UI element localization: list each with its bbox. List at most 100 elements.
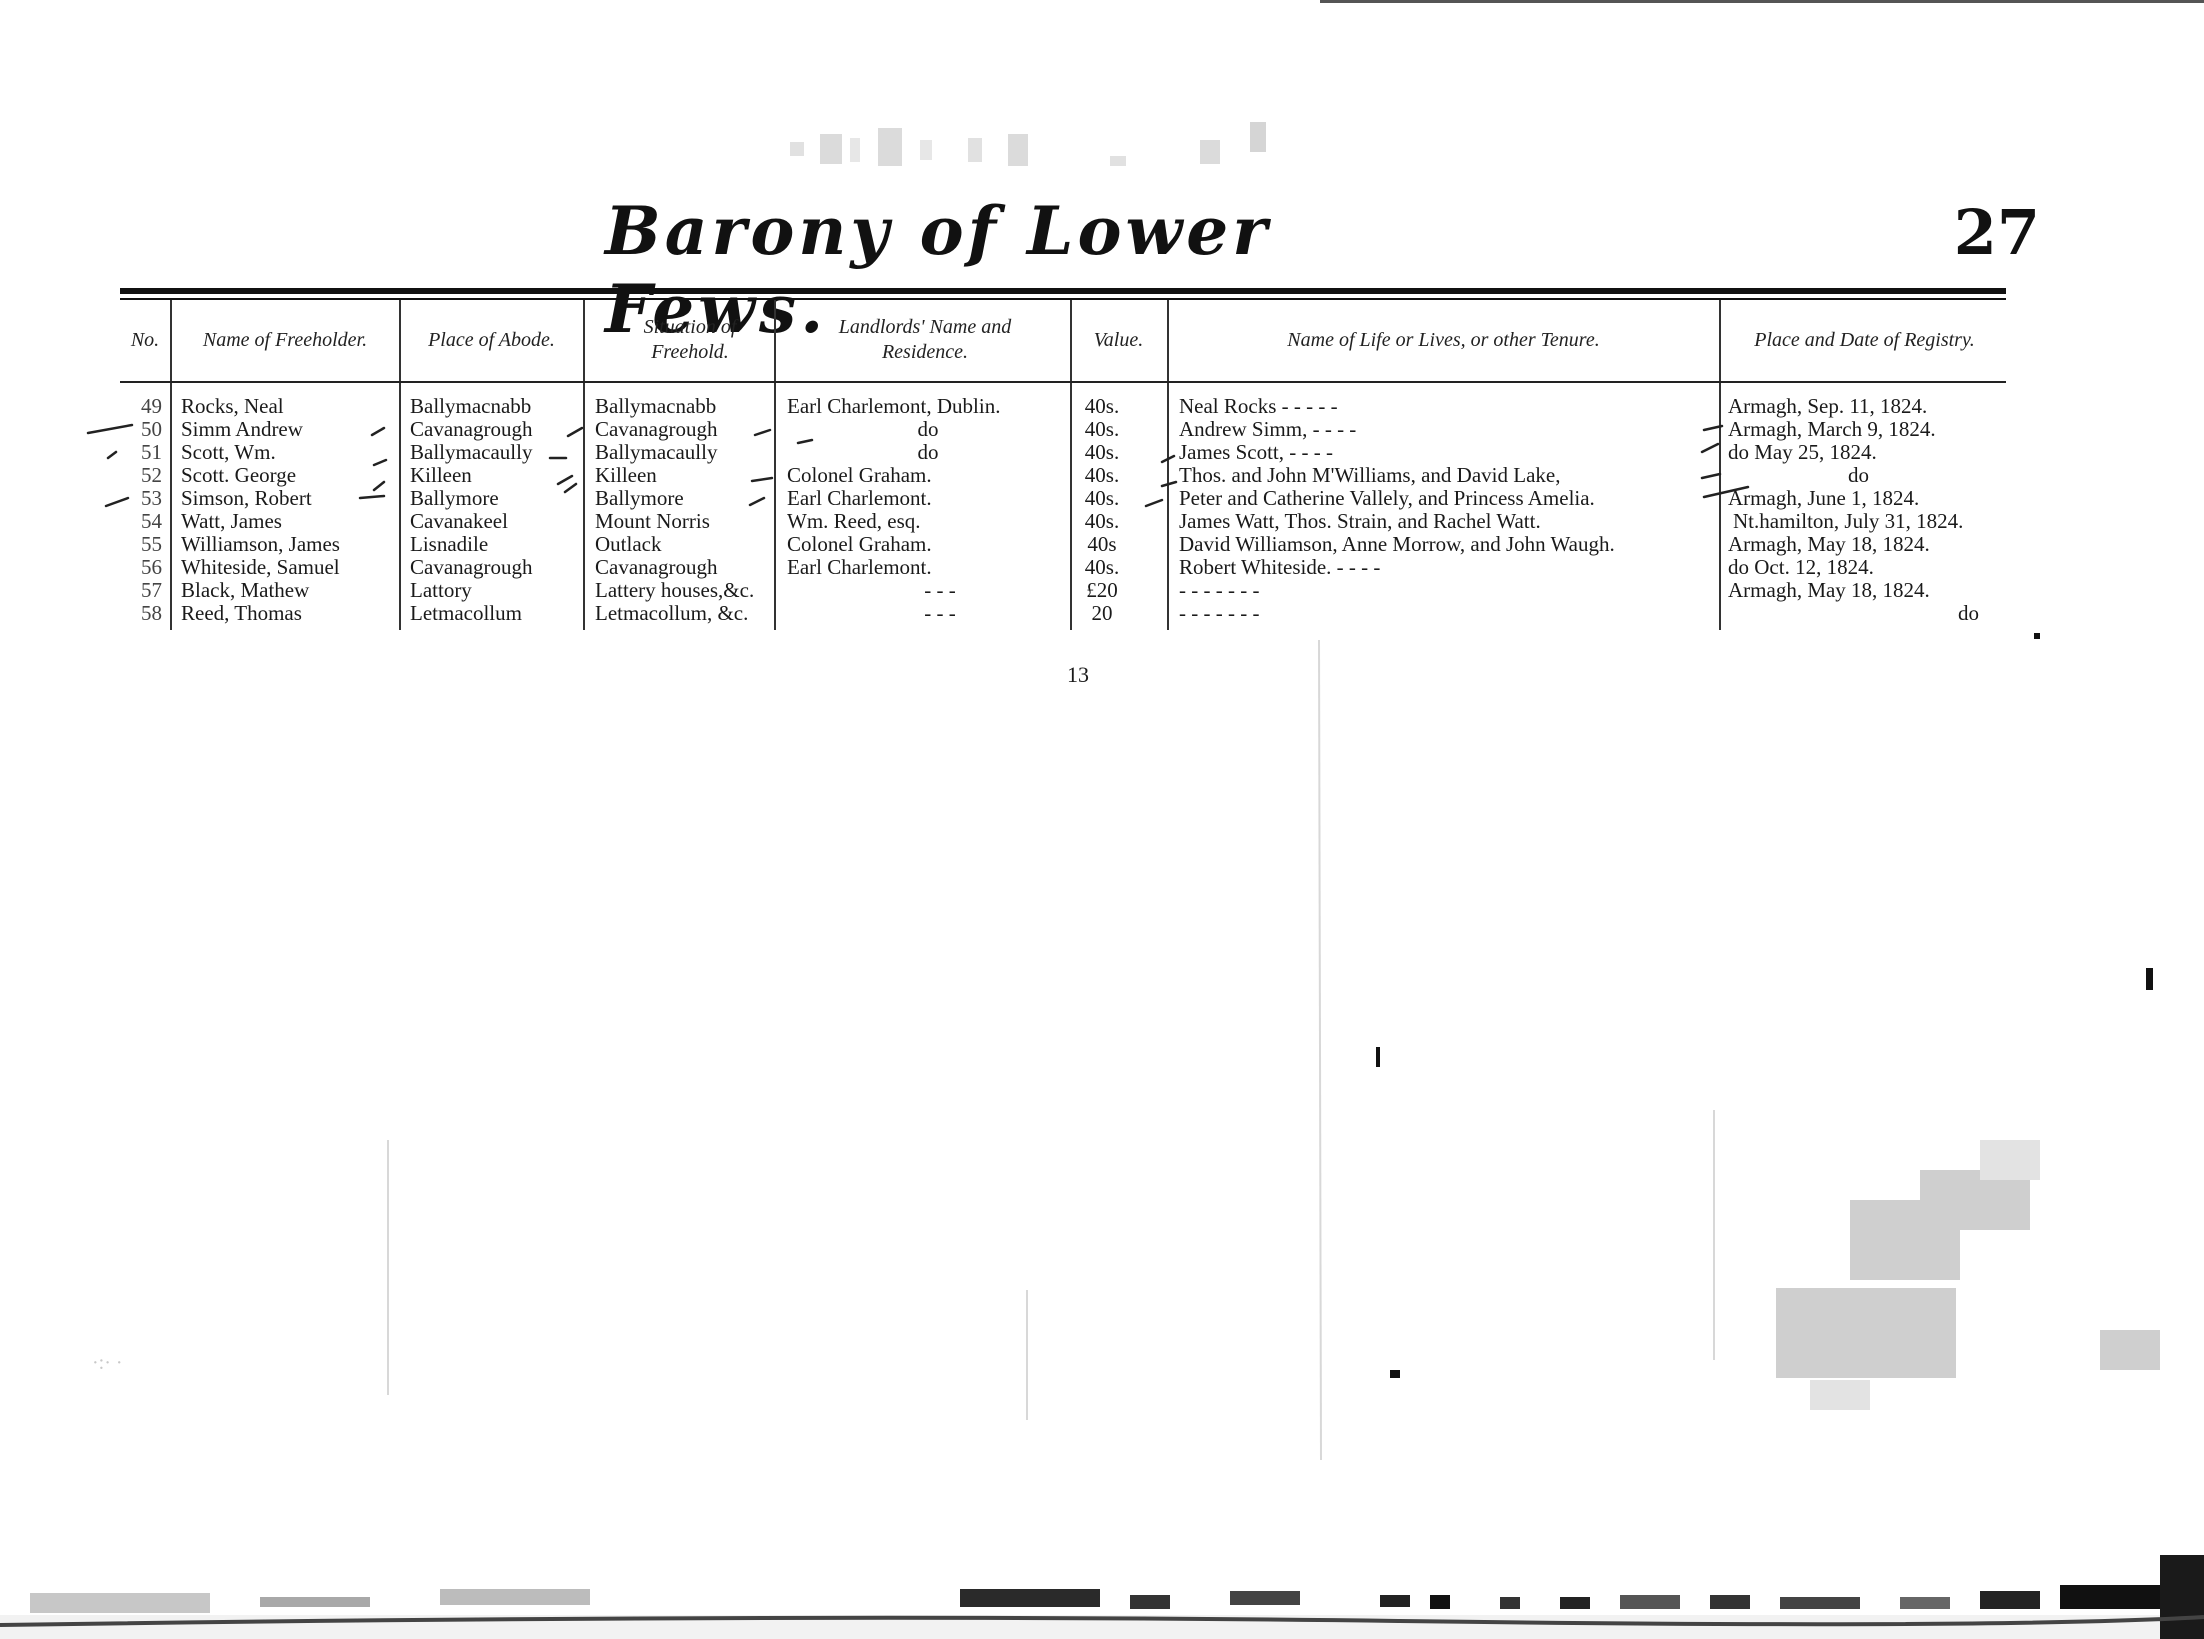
cell-landlord: Earl Charlemont.: [787, 487, 932, 510]
page-title: Barony of Lower Fews.: [605, 192, 1272, 348]
cell-situation: Lattery houses,&c.: [595, 579, 755, 602]
cell-situation: Killeen: [595, 464, 657, 487]
cell-landlord: Earl Charlemont.: [787, 556, 932, 579]
column-divider: [583, 300, 585, 630]
table-row: 49 Rocks, Neal Ballymacnabb Ballymacnabb…: [120, 395, 2006, 418]
cell-no: 49: [141, 395, 162, 418]
cell-registry: Armagh, May 18, 1824.: [1728, 533, 1930, 556]
cell-no: 58: [141, 602, 162, 625]
cell-situation: Outlack: [595, 533, 662, 556]
cell-landlord: Wm. Reed, esq.: [787, 510, 921, 533]
cell-value: 40s.: [1084, 441, 1120, 464]
cell-name: Reed, Thomas: [181, 602, 302, 625]
cell-abode: Cavanagrough: [410, 418, 533, 441]
cell-value: 20: [1091, 602, 1113, 625]
cell-lives: James Scott, - - - -: [1179, 441, 1333, 464]
cell-value: 40s.: [1084, 487, 1120, 510]
table-row: 53 Simson, Robert Ballymore Ballymore Ea…: [120, 487, 2006, 510]
cell-lives: David Williamson, Anne Morrow, and John …: [1179, 533, 1615, 556]
column-header-registry: Place and Date of Registry.: [1754, 328, 1975, 351]
cell-name: Scott, Wm.: [181, 441, 276, 464]
cell-landlord: Colonel Graham.: [787, 464, 932, 487]
table-row: 55 Williamson, James Lisnadile Outlack C…: [120, 533, 2006, 556]
cell-abode: Killeen: [410, 464, 472, 487]
cell-abode: Letmacollum: [410, 602, 522, 625]
cell-abode: Ballymacaully: [410, 441, 533, 464]
column-header-value: Value.: [1093, 328, 1144, 351]
cell-name: Simson, Robert: [181, 487, 312, 510]
cell-name: Watt, James: [181, 510, 282, 533]
cell-situation: Cavanagrough: [595, 556, 718, 579]
column-header-landlord: Landlords' Name and Residence.: [838, 316, 1012, 363]
cell-no: 54: [141, 510, 162, 533]
cell-value: 40s.: [1084, 556, 1120, 579]
cell-value: 40s.: [1084, 418, 1120, 441]
folio-number: 13: [1067, 662, 1089, 687]
cell-name: Black, Mathew: [181, 579, 310, 602]
cell-lives: James Watt, Thos. Strain, and Rachel Wat…: [1179, 510, 1541, 533]
cell-no: 55: [141, 533, 162, 556]
faded-bleedthrough-heading: [790, 122, 1266, 166]
cell-registry: do Oct. 12, 1824.: [1728, 556, 1874, 579]
cell-value: 40s: [1087, 533, 1117, 556]
header-rule-thin: [120, 298, 2006, 300]
cell-no: 56: [141, 556, 162, 579]
cell-situation: Mount Norris: [595, 510, 710, 533]
cell-no: 52: [141, 464, 162, 487]
cell-landlord: Earl Charlemont, Dublin.: [787, 395, 1001, 418]
cell-registry: Armagh, March 9, 1824.: [1728, 418, 1936, 441]
column-header-situation: Situation of Freehold.: [643, 316, 737, 363]
table-row: 50 Simm Andrew Cavanagrough Cavanagrough…: [120, 418, 2006, 441]
cell-situation: Ballymore: [595, 487, 684, 510]
cell-no: 51: [141, 441, 162, 464]
cell-situation: Ballymacnabb: [595, 395, 717, 418]
header-rule-thick: [120, 288, 2006, 294]
cell-no: 57: [141, 579, 162, 602]
table-row: 58 Reed, Thomas Letmacollum Letmacollum,…: [120, 602, 2006, 625]
column-divider: [1719, 300, 1721, 630]
cell-registry: Nt.hamilton, July 31, 1824.: [1733, 510, 1964, 533]
cell-registry: Armagh, Sep. 11, 1824.: [1728, 395, 1928, 418]
cell-landlord: - - -: [924, 602, 956, 625]
table-row: 52 Scott. George Killeen Killeen Colonel…: [120, 464, 2006, 487]
column-divider: [170, 300, 172, 630]
cell-lives: Thos. and John M'Williams, and David Lak…: [1179, 464, 1561, 487]
cell-situation: Letmacollum, &c.: [595, 602, 749, 625]
cell-no: 50: [141, 418, 162, 441]
cell-lives: Peter and Catherine Vallely, and Princes…: [1179, 487, 1595, 510]
bottom-scan-edge: [0, 1555, 2204, 1639]
cell-registry: do May 25, 1824.: [1728, 441, 1877, 464]
cell-abode: Lisnadile: [410, 533, 489, 556]
page-number: 27: [1953, 196, 2040, 269]
cell-registry: do: [1848, 464, 1869, 487]
cell-lives: Andrew Simm, - - - -: [1179, 418, 1357, 441]
cell-landlord: - - -: [924, 579, 956, 602]
cell-landlord: do: [917, 418, 939, 441]
cell-name: Simm Andrew: [181, 418, 303, 441]
bleedthrough-mark: ·:· ·: [92, 1352, 123, 1374]
cell-situation: Cavanagrough: [595, 418, 718, 441]
cell-landlord: Colonel Graham.: [787, 533, 932, 556]
freeholders-register-table: No. Name of Freeholder. Place of Abode. …: [120, 300, 2006, 630]
cell-abode: Lattory: [410, 579, 472, 602]
cell-lives: - - - - - - -: [1179, 579, 1260, 602]
cell-name: Rocks, Neal: [181, 395, 284, 418]
top-edge-rule: [1320, 0, 2204, 3]
cell-value: 40s.: [1084, 464, 1120, 487]
cell-registry: Armagh, May 18, 1824.: [1728, 579, 1930, 602]
cell-abode: Ballymacnabb: [410, 395, 532, 418]
cell-abode: Cavanagrough: [410, 556, 533, 579]
cell-name: Williamson, James: [181, 533, 340, 556]
column-divider: [1167, 300, 1169, 630]
cell-situation: Ballymacaully: [595, 441, 718, 464]
cell-value: 40s.: [1084, 395, 1120, 418]
cell-name: Whiteside, Samuel: [181, 556, 340, 579]
cell-abode: Ballymore: [410, 487, 499, 510]
cell-no: 53: [141, 487, 162, 510]
column-header-name: Name of Freeholder.: [202, 328, 368, 351]
table-row: 51 Scott, Wm. Ballymacaully Ballymacaull…: [120, 441, 2006, 464]
table-row: 56 Whiteside, Samuel Cavanagrough Cavana…: [120, 556, 2006, 579]
table-row: 54 Watt, James Cavanakeel Mount Norris W…: [120, 510, 2006, 533]
cell-abode: Cavanakeel: [410, 510, 508, 533]
cell-lives: Robert Whiteside. - - - -: [1179, 556, 1381, 579]
